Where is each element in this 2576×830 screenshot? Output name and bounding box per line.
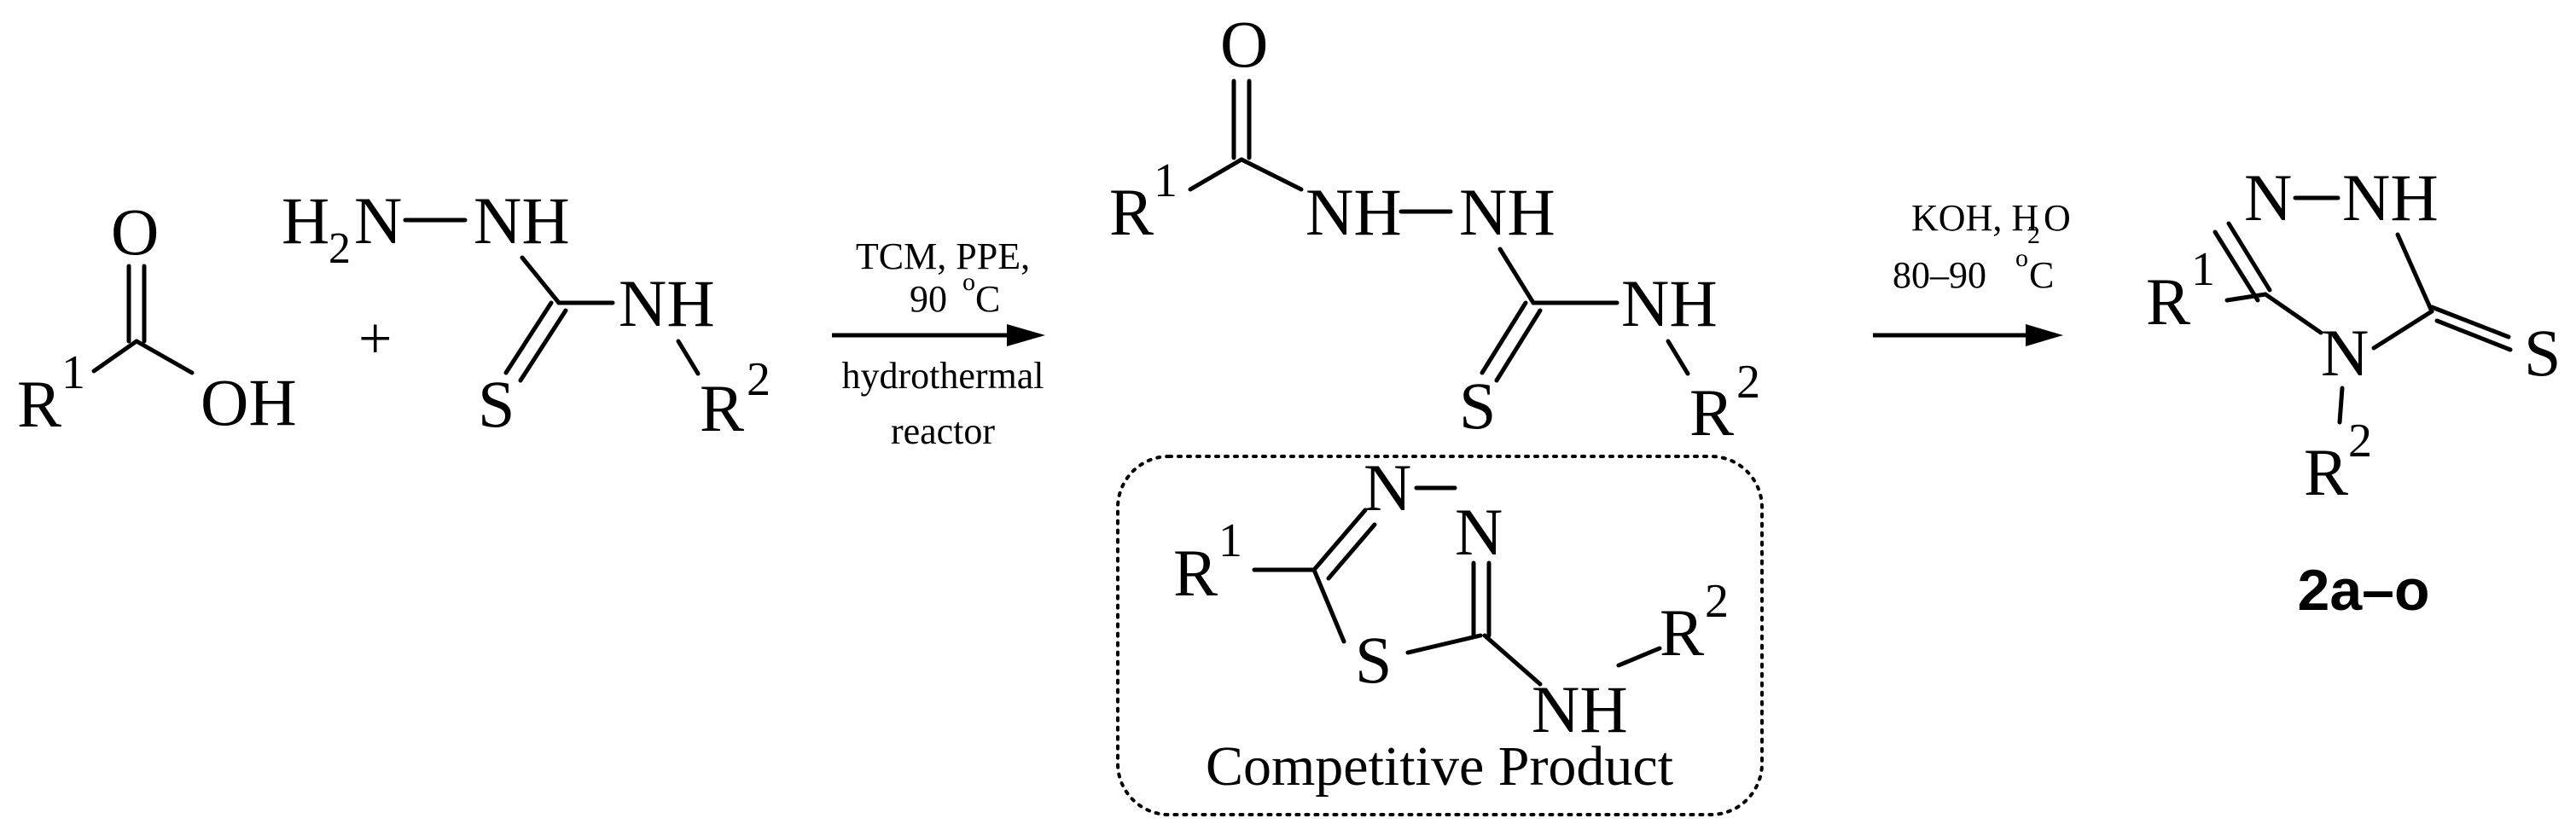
nh-group: NH (474, 183, 570, 258)
r1-superscript: 1 (2191, 243, 2215, 296)
r2-superscript: 2 (2348, 415, 2372, 467)
degree-symbol: o (962, 268, 975, 296)
competitive-product-label: Competitive Product (1206, 735, 1673, 798)
step1-method-reactor: reactor (891, 410, 995, 452)
r1-group: R (2146, 264, 2190, 339)
arrowhead (1007, 324, 1045, 346)
bond (1497, 247, 1536, 305)
bond (1616, 646, 1662, 668)
water-oxygen: O (2044, 197, 2071, 239)
nh-group: NH (1305, 175, 1402, 249)
step1-conditions: TCM, PPE, 90 o C hydrothermal reactor (841, 235, 1044, 452)
bond (503, 300, 554, 375)
r1-group: R (17, 367, 61, 441)
temperature-unit: C (975, 278, 1000, 320)
sulfur-atom: S (1459, 369, 1496, 443)
plus-sign: + (358, 306, 392, 372)
bond (2224, 292, 2268, 303)
r2-group: R (700, 371, 744, 445)
r2-superscript: 2 (747, 353, 770, 406)
arrowhead (2026, 324, 2063, 346)
n-atom: N (354, 183, 402, 258)
step2-temperature: 80–90 (1893, 254, 1986, 296)
carboxylic-acid-structure: O R 1 OH (17, 194, 297, 441)
r1-group: R (1109, 175, 1154, 249)
bond (1188, 157, 1244, 192)
bond (520, 255, 561, 305)
nitrogen-atom: N (1455, 495, 1503, 569)
bond (1482, 633, 1543, 687)
bond (2337, 386, 2345, 425)
reaction-arrow-step2 (1873, 324, 2063, 346)
h-subscript: 2 (329, 224, 351, 273)
bond (1480, 300, 1528, 375)
bond (2226, 221, 2272, 293)
bond (2434, 318, 2513, 352)
reaction-arrow-step1 (832, 324, 1045, 346)
bond (1666, 339, 1690, 376)
dotted-frame (1116, 455, 1764, 816)
r1-superscript: 1 (1154, 154, 1178, 207)
step2-conditions: KOH, H 2 O 80–90 o C (1893, 197, 2071, 296)
nitrogen-atom: N (1364, 450, 1411, 525)
thiosemicarbazide-structure: H 2 N NH S NH R 2 (282, 183, 770, 445)
bond (2429, 305, 2511, 340)
nh-group: NH (1459, 175, 1555, 249)
triazole-thione-structure: N NH R 1 N S R 2 2a–o (2146, 160, 2561, 623)
bond (1494, 308, 1543, 383)
competitive-product-box: R 1 N N S NH R 2 Competitive Product (1116, 450, 1764, 816)
bond (2395, 232, 2434, 314)
water-subscript: 2 (2027, 221, 2040, 249)
bond (2213, 229, 2260, 303)
nh-group: NH (1621, 266, 1718, 340)
bond (1326, 522, 1377, 581)
h-atom: H (282, 183, 329, 258)
r2-superscript: 2 (1705, 575, 1729, 628)
bond (676, 339, 701, 376)
oxygen-atom: O (111, 194, 159, 269)
nh-group: NH (2342, 160, 2439, 235)
hydroxyl-group: OH (201, 365, 297, 439)
step2-reagent: KOH, H (1911, 197, 2038, 239)
r1-group: R (1173, 536, 1218, 610)
nitrogen-atom: N (2321, 316, 2369, 390)
bond (518, 308, 568, 383)
r2-group: R (1660, 595, 1704, 670)
bond (91, 339, 139, 374)
r2-group: R (1689, 375, 1734, 450)
oxygen-atom: O (1220, 7, 1268, 81)
r2-superscript: 2 (1736, 356, 1760, 409)
bond (1311, 508, 1368, 572)
sulfur-atom: S (2524, 316, 2561, 390)
r1-superscript: 1 (61, 346, 85, 399)
sulfur-atom: S (478, 367, 515, 441)
intermediate-structure: O R 1 NH NH S NH R 2 (1109, 7, 1760, 450)
nh-group: NH (1532, 672, 1628, 746)
step1-reagents: TCM, PPE, (856, 235, 1030, 277)
r1-superscript: 1 (1218, 514, 1242, 567)
bond (1311, 567, 1346, 644)
bond (1239, 157, 1304, 192)
nh-group: NH (619, 266, 715, 340)
sulfur-atom: S (1355, 623, 1392, 697)
r2-group: R (2304, 435, 2348, 509)
bond (134, 339, 195, 375)
degree-symbol: o (2015, 244, 2028, 272)
bond (2371, 309, 2434, 351)
bond (1405, 633, 1483, 655)
bond (2263, 292, 2323, 335)
temperature-unit: C (2029, 254, 2054, 296)
step1-method: hydrothermal (841, 355, 1044, 397)
compound-label: 2a–o (2298, 558, 2430, 623)
step1-temperature: 90 (910, 278, 947, 320)
nitrogen-atom: N (2244, 160, 2292, 235)
